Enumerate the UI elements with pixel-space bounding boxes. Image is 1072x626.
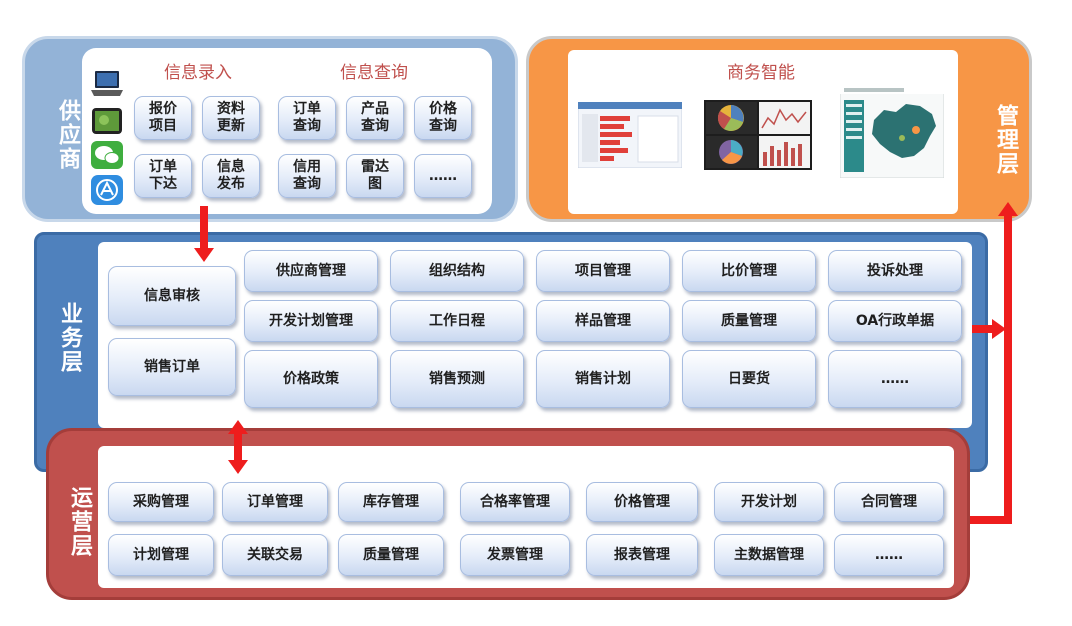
ops-to-management-arrow-vertical xyxy=(1004,214,1012,524)
ops-to-management-arrowhead xyxy=(998,202,1018,216)
business-label: 业务层 xyxy=(57,302,82,374)
operations-label: 运营层 xyxy=(67,486,92,558)
related-transactions-button[interactable]: 关联交易 xyxy=(222,534,328,576)
bi-dashboard-thumbnail xyxy=(704,100,812,170)
wechat-icon xyxy=(90,140,124,170)
section-title-info-query: 信息查询 xyxy=(340,63,408,83)
info-review-button[interactable]: 信息审核 xyxy=(108,266,236,326)
price-policy-button[interactable]: 价格政策 xyxy=(244,350,378,408)
sales-order-button[interactable]: 销售订单 xyxy=(108,338,236,396)
operations-more-button[interactable]: …… xyxy=(834,534,944,576)
ops-business-arrow-down-icon xyxy=(228,460,248,474)
procurement-management-button[interactable]: 采购管理 xyxy=(108,482,214,522)
price-comparison-button[interactable]: 比价管理 xyxy=(682,250,816,292)
ops-business-arrow-shaft xyxy=(234,432,242,462)
quality-management-button[interactable]: 质量管理 xyxy=(682,300,816,342)
pass-rate-management-button[interactable]: 合格率管理 xyxy=(460,482,570,522)
quote-project-button[interactable]: 报价 项目 xyxy=(134,96,192,140)
dev-plan-button[interactable]: 开发计划 xyxy=(714,482,824,522)
business-panel xyxy=(98,242,972,428)
project-management-button[interactable]: 项目管理 xyxy=(536,250,670,292)
order-query-button[interactable]: 订单 查询 xyxy=(278,96,336,140)
management-label: 管理层 xyxy=(993,104,1018,176)
ops-quality-management-button[interactable]: 质量管理 xyxy=(338,534,444,576)
ops-to-management-arrow-horizontal xyxy=(970,516,1012,524)
app-store-icon xyxy=(90,174,124,206)
sales-plan-button[interactable]: 销售计划 xyxy=(536,350,670,408)
org-structure-button[interactable]: 组织结构 xyxy=(390,250,524,292)
work-schedule-button[interactable]: 工作日程 xyxy=(390,300,524,342)
supplier-management-button[interactable]: 供应商管理 xyxy=(244,250,378,292)
sales-forecast-button[interactable]: 销售预测 xyxy=(390,350,524,408)
info-publish-button[interactable]: 信息 发布 xyxy=(202,154,260,198)
sample-management-button[interactable]: 样品管理 xyxy=(536,300,670,342)
more-button[interactable]: …… xyxy=(414,154,472,198)
radar-chart-button[interactable]: 雷达 图 xyxy=(346,154,404,198)
credit-query-button[interactable]: 信用 查询 xyxy=(278,154,336,198)
section-title-info-entry: 信息录入 xyxy=(164,63,232,83)
business-to-management-arrowhead xyxy=(992,319,1006,339)
price-query-button[interactable]: 价格 查询 xyxy=(414,96,472,140)
inventory-management-button[interactable]: 库存管理 xyxy=(338,482,444,522)
report-management-button[interactable]: 报表管理 xyxy=(586,534,698,576)
plan-management-button[interactable]: 计划管理 xyxy=(108,534,214,576)
bi-title: 商务智能 xyxy=(727,63,795,83)
supplier-label: 供应商 xyxy=(55,99,80,171)
daily-order-button[interactable]: 日要货 xyxy=(682,350,816,408)
oa-admin-documents-button[interactable]: OA行政单据 xyxy=(828,300,962,342)
business-to-management-arrow xyxy=(972,325,994,333)
bi-bar-report-thumbnail xyxy=(577,101,683,169)
laptop-icon xyxy=(90,68,124,100)
contract-management-button[interactable]: 合同管理 xyxy=(834,482,944,522)
master-data-management-button[interactable]: 主数据管理 xyxy=(714,534,824,576)
data-update-button[interactable]: 资料 更新 xyxy=(202,96,260,140)
supplier-to-business-arrowhead xyxy=(194,248,214,262)
tablet-icon xyxy=(90,106,124,136)
bi-map-thumbnail xyxy=(839,85,945,179)
product-query-button[interactable]: 产品 查询 xyxy=(346,96,404,140)
order-management-button[interactable]: 订单管理 xyxy=(222,482,328,522)
supplier-to-business-arrow xyxy=(200,206,208,250)
complaint-handling-button[interactable]: 投诉处理 xyxy=(828,250,962,292)
order-placement-button[interactable]: 订单 下达 xyxy=(134,154,192,198)
invoice-management-button[interactable]: 发票管理 xyxy=(460,534,570,576)
business-more-button[interactable]: …… xyxy=(828,350,962,408)
dev-plan-management-button[interactable]: 开发计划管理 xyxy=(244,300,378,342)
ops-business-arrow-up-icon xyxy=(228,420,248,434)
ops-price-management-button[interactable]: 价格管理 xyxy=(586,482,698,522)
